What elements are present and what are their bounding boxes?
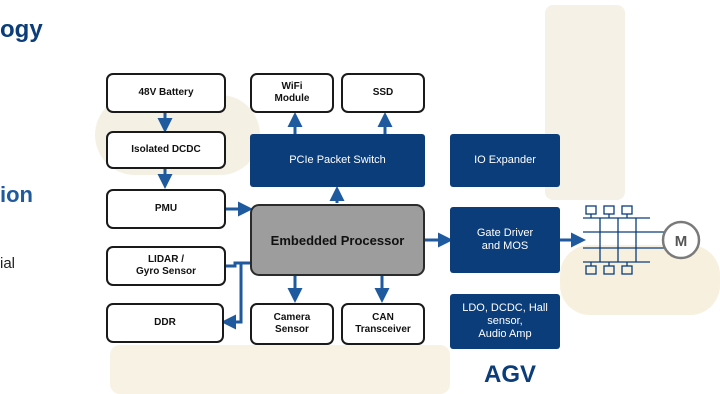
ddr-label: DDR: [154, 317, 176, 328]
wifi-module-block: WiFi Module: [250, 73, 334, 113]
pcie-switch-block: PCIe Packet Switch: [250, 134, 425, 187]
can-transceiver-label: CAN Transceiver: [355, 312, 411, 335]
pcie-switch-label: PCIe Packet Switch: [289, 154, 386, 166]
agv-title: AGV: [483, 361, 536, 388]
ssd-block: SSD: [341, 73, 425, 113]
motor-label: M: [675, 233, 688, 250]
background-robot-right-base: [560, 245, 720, 315]
io-expander-block: IO Expander: [450, 134, 560, 187]
battery-block: 48V Battery: [106, 73, 226, 113]
background-robot-base: [110, 345, 450, 394]
embedded-processor-label: Embedded Processor: [270, 232, 405, 248]
slide-fragment-technology: ogy: [0, 16, 43, 43]
line-processor-to-lidar: [226, 261, 250, 268]
camera-sensor-block: Camera Sensor: [250, 303, 334, 345]
ssd-label: SSD: [372, 87, 394, 98]
battery-label: 48V Battery: [138, 87, 194, 98]
camera-sensor-label: Camera Sensor: [273, 312, 311, 335]
gate-driver-label: Gate Driver and MOS: [476, 227, 534, 252]
ldo-dcdc-block: LDO, DCDC, Hall sensor, Audio Amp: [450, 294, 560, 349]
io-expander-label: IO Expander: [474, 154, 536, 166]
motor-circle: [661, 220, 701, 260]
arrow-processor-to-ddr: [221, 263, 243, 330]
gate-driver-block: Gate Driver and MOS: [450, 207, 560, 273]
isolated-dcdc-block: Isolated DCDC: [106, 131, 226, 169]
isolated-dcdc-label: Isolated DCDC: [131, 144, 201, 155]
ddr-block: DDR: [106, 303, 224, 343]
embedded-processor-block: Embedded Processor: [250, 204, 425, 276]
pmu-block: PMU: [106, 189, 226, 229]
slide-fragment-section: ion: [0, 182, 33, 207]
wifi-module-label: WiFi Module: [274, 81, 310, 104]
slide-fragment-bullet: ial: [0, 255, 16, 272]
can-transceiver-block: CAN Transceiver: [341, 303, 425, 345]
lidar-gyro-block: LIDAR / Gyro Sensor: [106, 246, 226, 286]
lidar-gyro-label: LIDAR / Gyro Sensor: [135, 254, 197, 277]
h-bridge-mosfet-network: [583, 205, 664, 275]
ldo-dcdc-label: LDO, DCDC, Hall sensor, Audio Amp: [462, 302, 548, 340]
pmu-label: PMU: [154, 203, 178, 214]
